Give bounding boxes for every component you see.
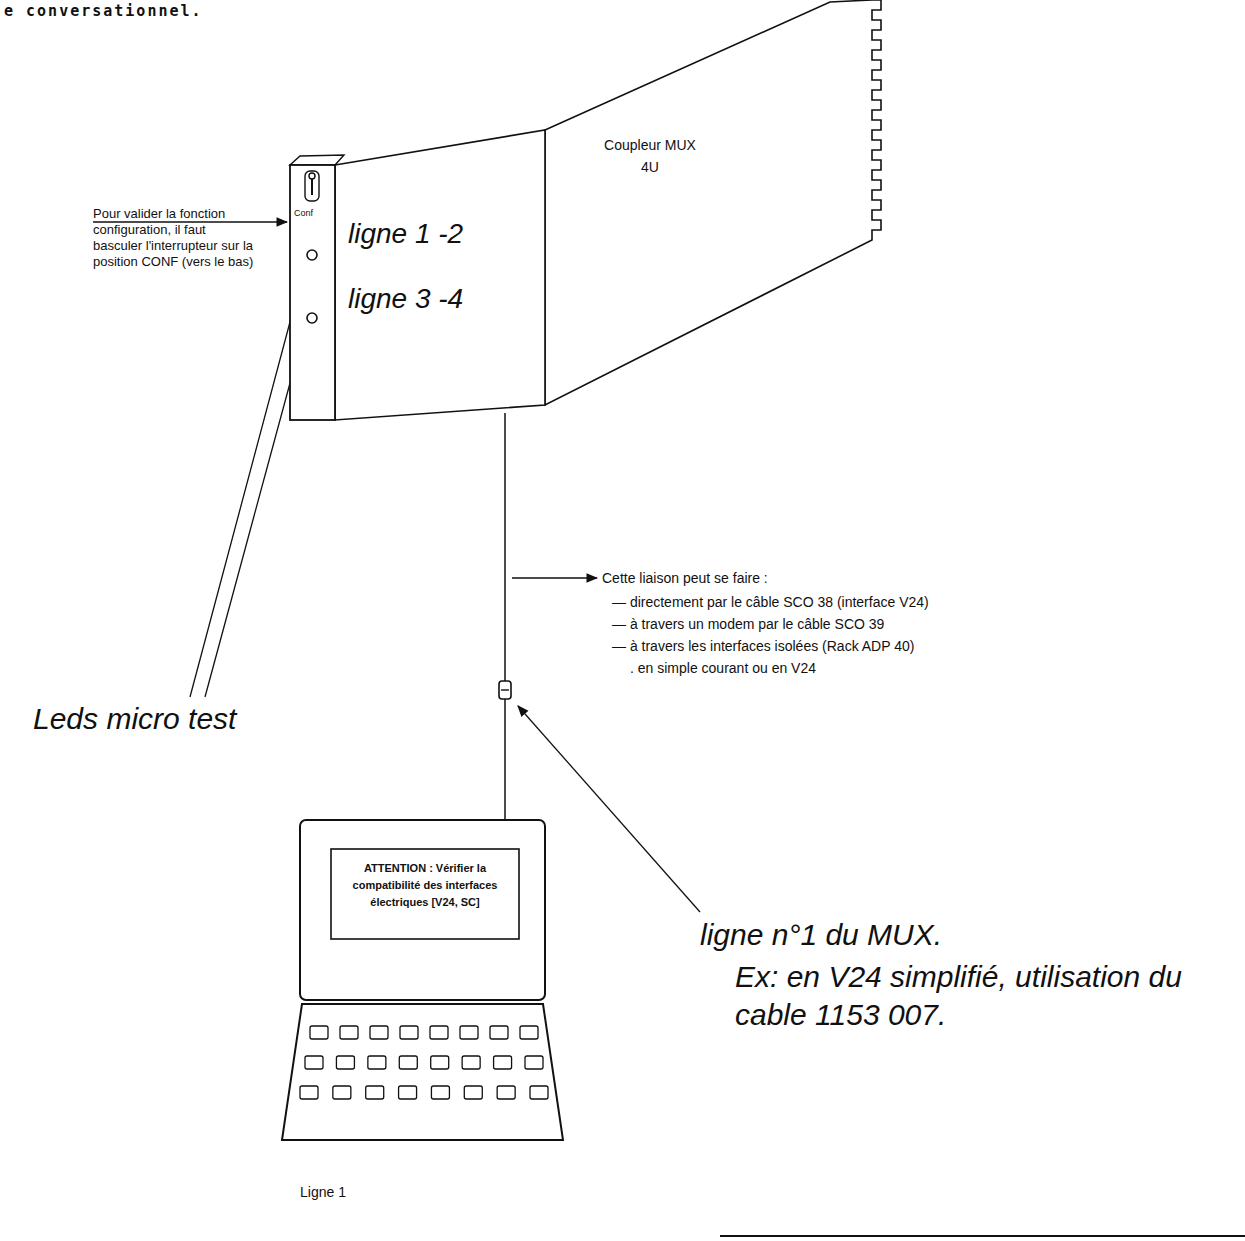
callout-label: ligne n°1 du MUX. — [700, 916, 942, 954]
panel-side — [335, 130, 545, 420]
warning-box-shape — [330, 848, 520, 940]
callout-label: Leds micro test — [33, 700, 236, 738]
cable-connector — [499, 681, 511, 699]
front-panel: Conf ligne 1 -2 ligne 3 -4 — [288, 125, 548, 425]
key — [368, 1056, 386, 1069]
page-rule — [720, 1235, 1245, 1237]
led — [307, 250, 317, 260]
key — [497, 1086, 515, 1099]
key — [490, 1026, 508, 1039]
panel-top — [290, 155, 344, 165]
key — [340, 1026, 358, 1039]
key — [300, 1086, 318, 1099]
callout-label: Ex: en V24 simplifié, utilisation du cab… — [735, 958, 1217, 1034]
coupler-card: Coupleur MUX 4U — [545, 0, 885, 410]
note-heading: Cette liaison peut se faire : — [602, 570, 768, 586]
key — [305, 1056, 323, 1069]
key — [310, 1026, 328, 1039]
note-arrow — [512, 577, 597, 578]
card-label: Coupleur MUX 4U — [600, 134, 700, 178]
keyboard-outline — [282, 1004, 563, 1140]
warning-box: ATTENTION : Vérifier la compatibilité de… — [330, 848, 520, 940]
cable-line — [504, 413, 506, 820]
cable-connector — [501, 689, 509, 690]
key — [399, 1056, 417, 1069]
line-label: ligne 3 -4 — [348, 282, 463, 316]
front-panel-shape — [288, 125, 548, 425]
page-fragment: e conversationnel. — [4, 2, 203, 20]
key — [431, 1056, 449, 1069]
toggle-lever — [309, 173, 315, 179]
key — [366, 1086, 384, 1099]
note-item: — à travers un modem par le câble SCO 39 — [612, 616, 884, 632]
terminal-label: Ligne 1 — [300, 1184, 346, 1200]
key — [333, 1086, 351, 1099]
key — [494, 1056, 512, 1069]
panel-front — [290, 165, 335, 420]
key — [520, 1026, 538, 1039]
key — [430, 1026, 448, 1039]
led — [307, 313, 317, 323]
key — [462, 1056, 480, 1069]
note-item: . en simple courant ou en V24 — [630, 660, 816, 676]
note-item: — directement par le câble SCO 38 (inter… — [612, 594, 929, 610]
toggle-switch — [305, 171, 319, 201]
coupler-card-shape — [545, 0, 885, 410]
screen-outline — [300, 820, 545, 1000]
key — [399, 1086, 417, 1099]
led-leader — [190, 262, 306, 697]
switch-label: Conf — [294, 208, 334, 218]
note-item: — à travers les interfaces isolées (Rack… — [612, 638, 914, 654]
line-label: ligne 1 -2 — [348, 217, 463, 251]
key — [370, 1026, 388, 1039]
warning-text: ATTENTION : Vérifier la compatibilité de… — [336, 860, 514, 911]
key — [464, 1086, 482, 1099]
key — [460, 1026, 478, 1039]
key — [431, 1086, 449, 1099]
key — [525, 1056, 543, 1069]
key — [336, 1056, 354, 1069]
terminal: Ligne 1 ATTENTION : Vérifier la compatibi… — [280, 818, 570, 1210]
warning-frame — [331, 849, 519, 939]
key — [400, 1026, 418, 1039]
key — [530, 1086, 548, 1099]
annotation: Pour valider la fonction configuration, … — [93, 206, 258, 270]
card-outline — [545, 0, 881, 405]
